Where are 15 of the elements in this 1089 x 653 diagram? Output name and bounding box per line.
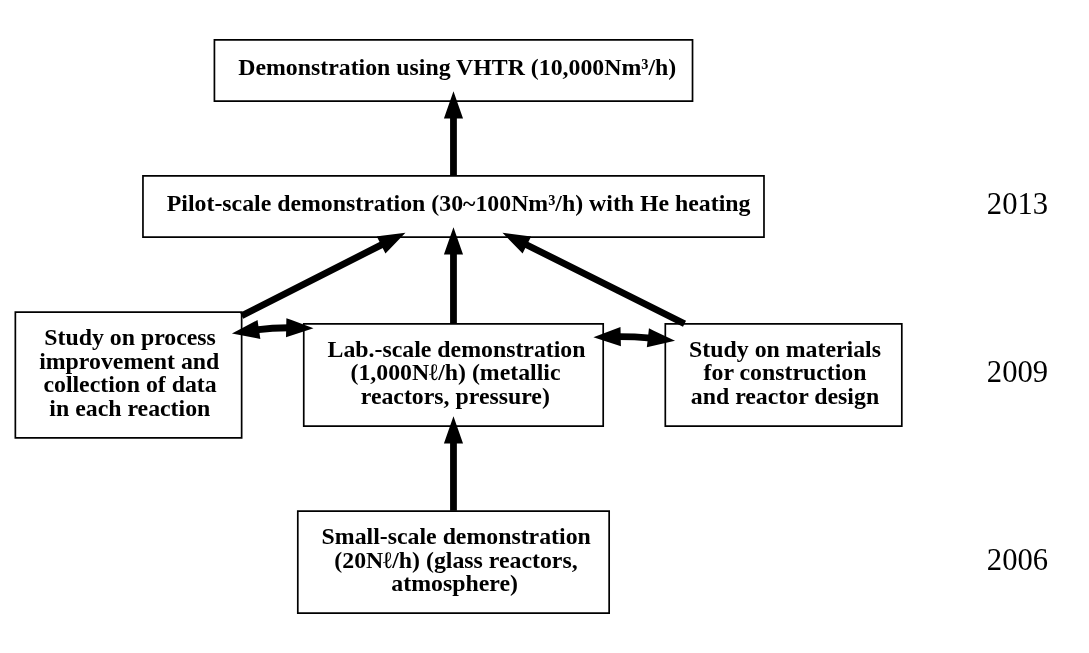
node-box: Lab.-scale demonstration (1,000Nℓ/h) (metallic reactors, pressure) — [302, 323, 605, 427]
node-box: Study on materials for construction and reactor design — [664, 323, 903, 427]
arrow — [240, 232, 406, 319]
node-box: Study on process improvement and collection of data in each reaction — [14, 311, 243, 439]
arrow — [443, 227, 464, 324]
label: 2009 — [986, 355, 1049, 390]
node-box: Demonstration using VHTR (10,000Nm³/h) — [213, 38, 694, 102]
node-box: Small-scale demonstration (20Nℓ/h) (glass reactors, atmosphere) — [296, 510, 610, 615]
arrow — [593, 327, 676, 348]
label: 2013 — [986, 187, 1049, 222]
label: 2006 — [986, 542, 1049, 577]
arrow — [502, 232, 687, 327]
node-box: Pilot-scale demonstration (30~100Nm³/h) with He heating — [142, 175, 765, 238]
arrow — [231, 318, 314, 339]
arrow — [443, 91, 464, 176]
